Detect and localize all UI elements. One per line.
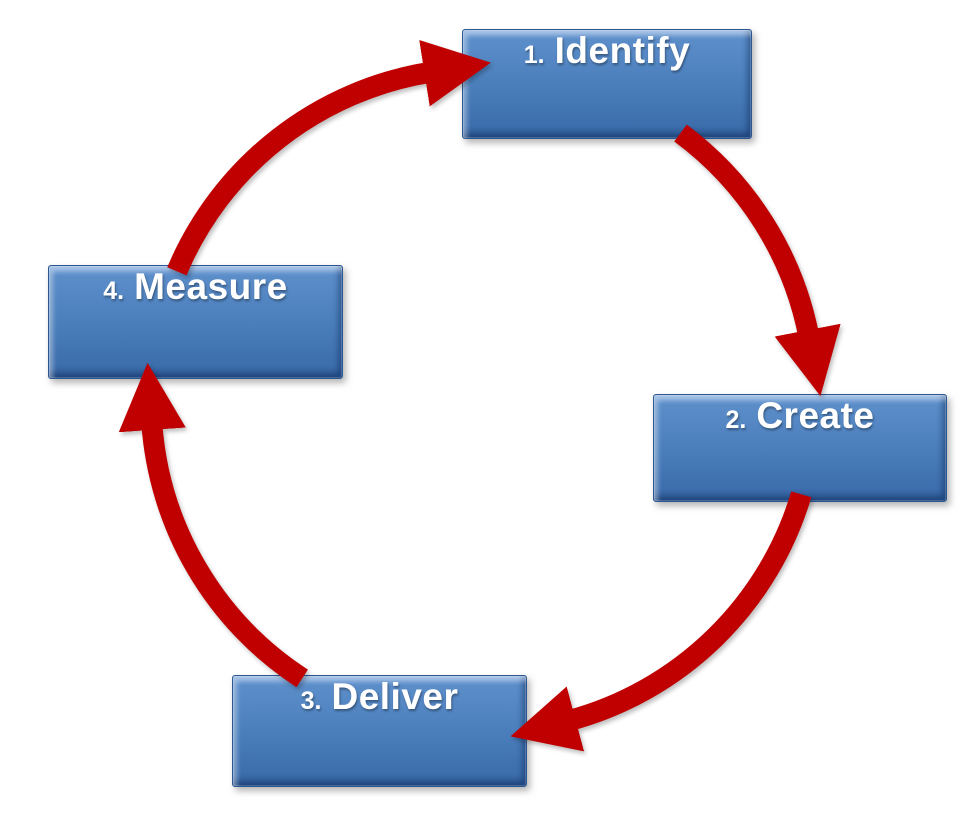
step-label: Deliver: [331, 676, 459, 717]
arrow-create-to-deliver: [510, 491, 812, 752]
step-number: 3.: [300, 687, 322, 715]
step-box-measure: 4. Measure: [48, 265, 343, 379]
step-label: Measure: [134, 266, 288, 307]
step-box-identify: 1. Identify: [462, 29, 752, 139]
arrow-deliver-to-measure: [118, 362, 308, 688]
step-label: Create: [756, 395, 875, 436]
step-box-deliver: 3. Deliver: [232, 675, 527, 787]
step-number: 1.: [523, 41, 545, 69]
arrow-measure-to-identify: [167, 39, 491, 276]
step-label: Identify: [554, 30, 691, 71]
step-number: 2.: [725, 406, 747, 434]
step-number: 4.: [103, 277, 125, 305]
arrow-identify-to-create: [674, 124, 841, 397]
step-box-create: 2. Create: [653, 394, 947, 502]
